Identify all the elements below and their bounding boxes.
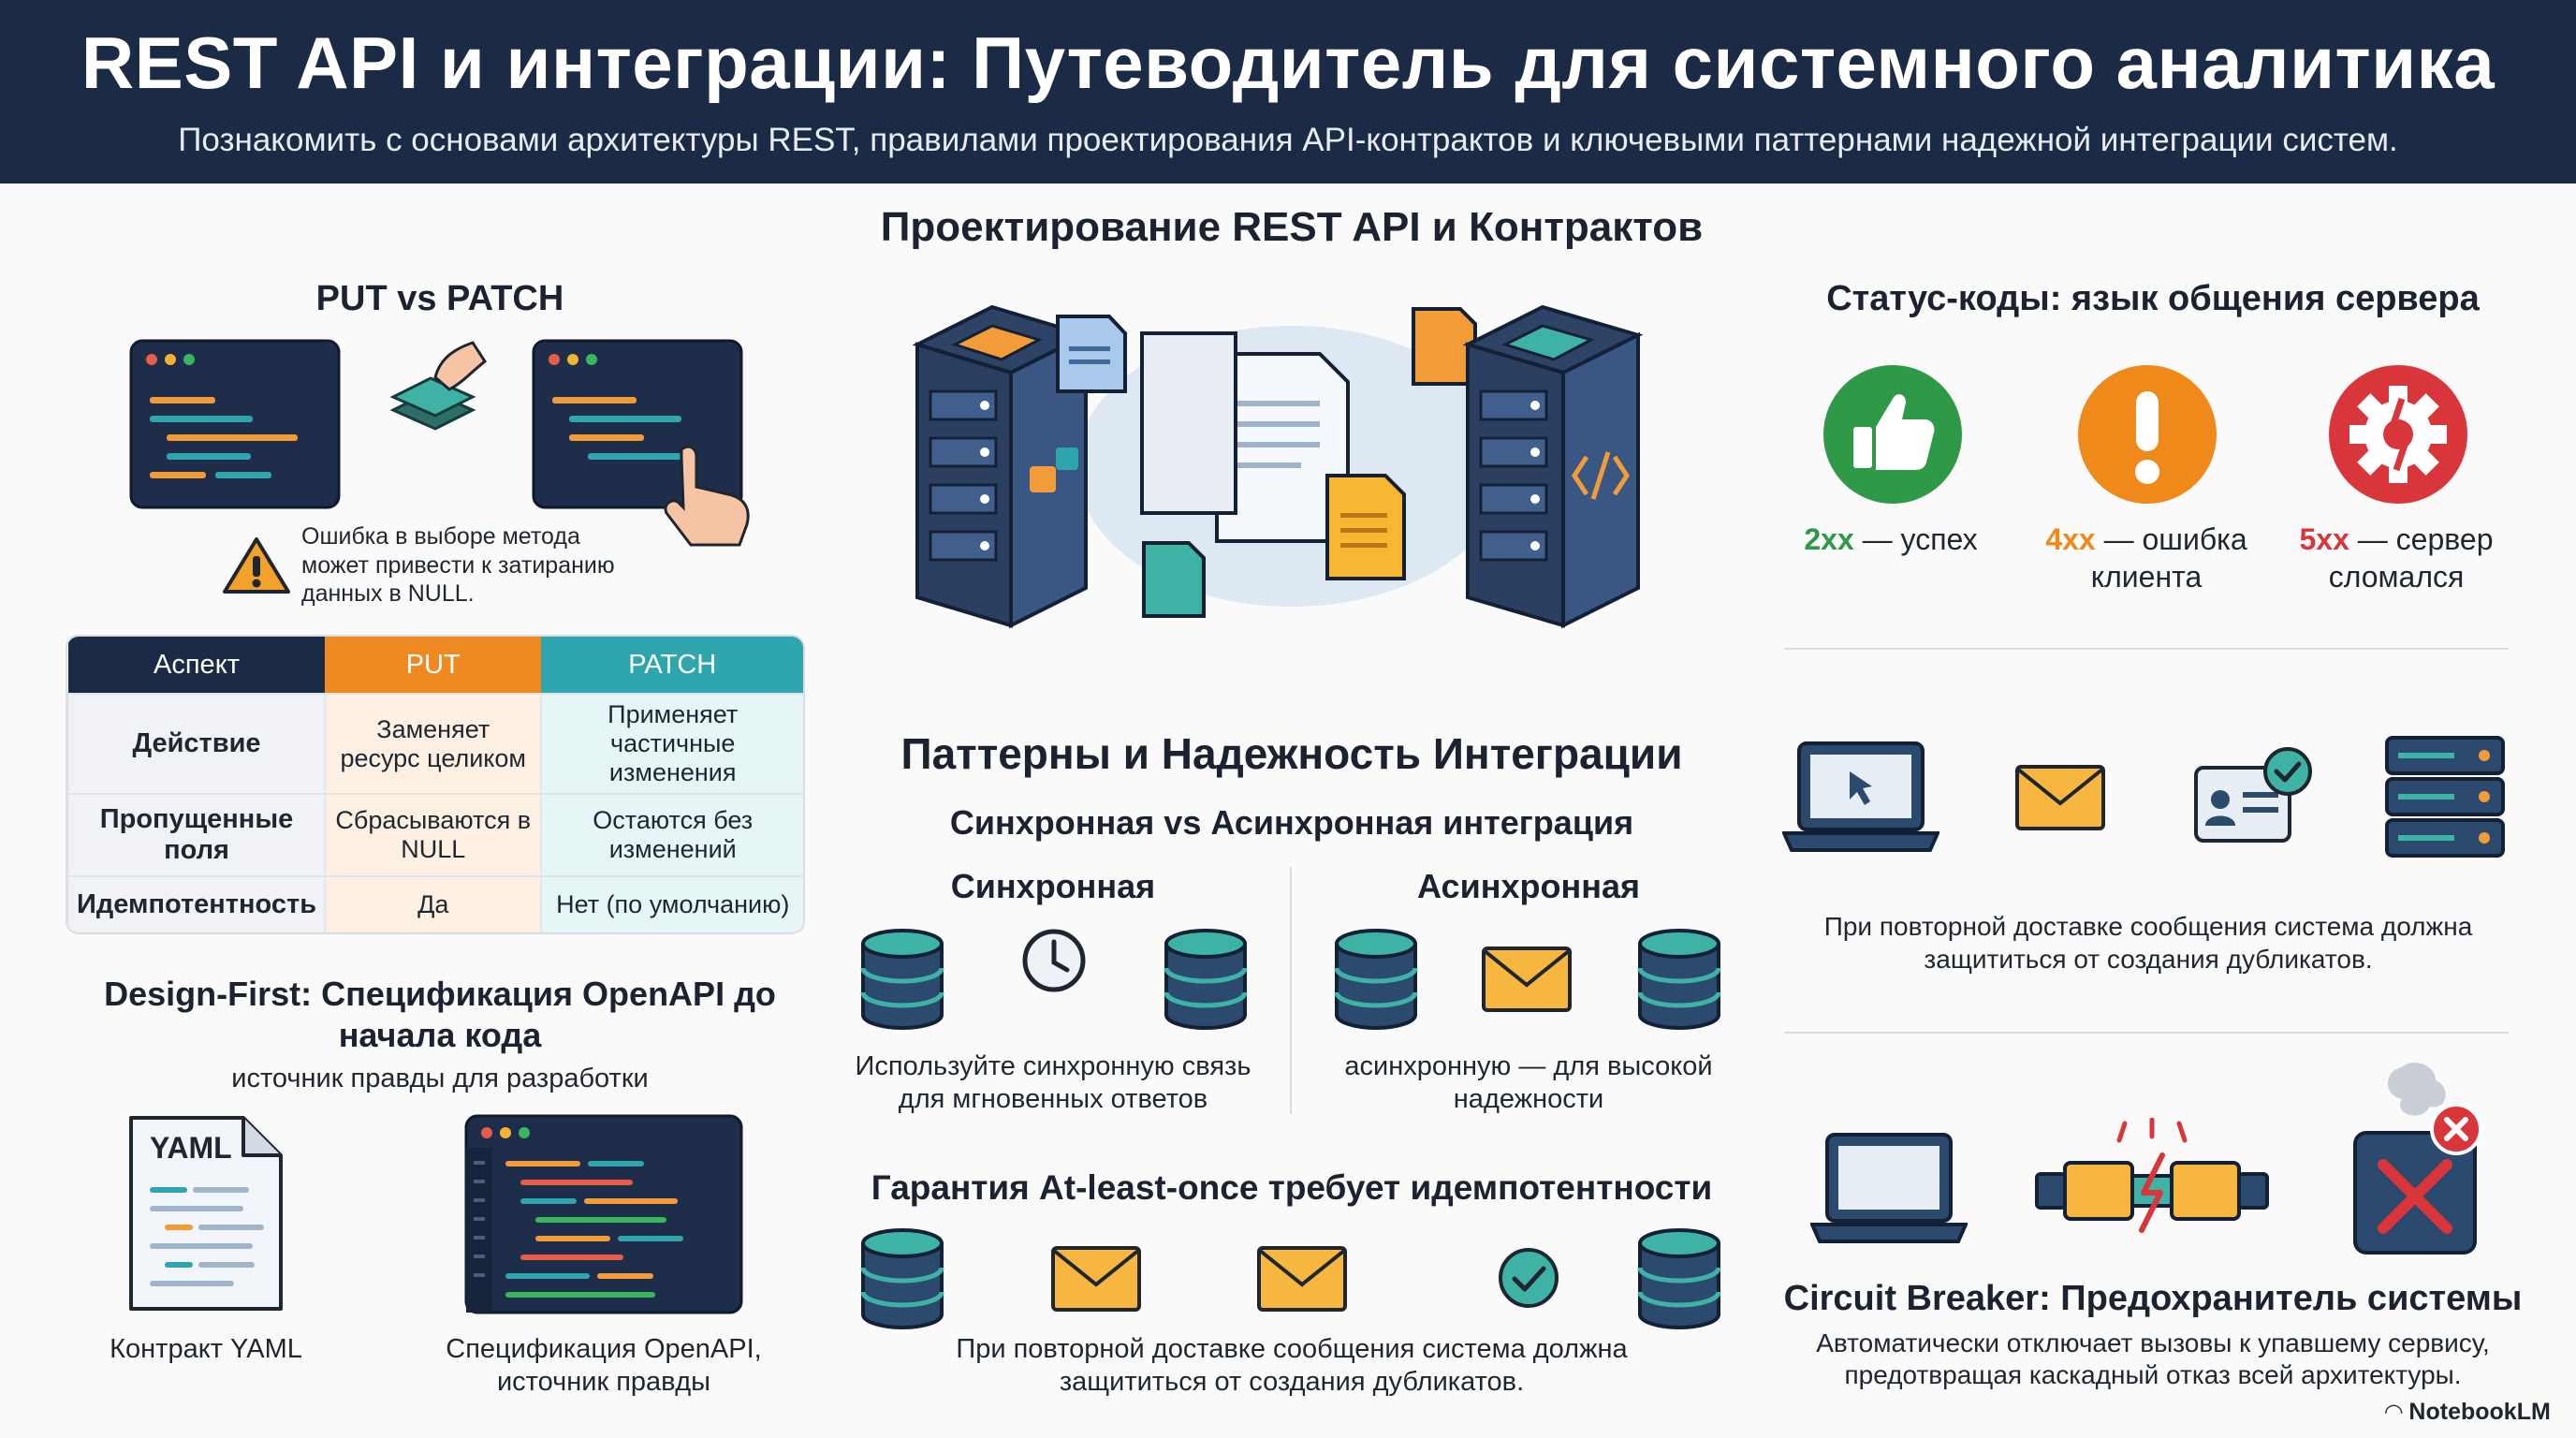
circuit-breaker-text: Автоматически отключает вызовы к упавшем… xyxy=(1816,1328,2490,1389)
warning-icon xyxy=(223,537,290,594)
envelope-icon xyxy=(1257,1246,1347,1312)
pointing-hand-icon xyxy=(664,445,750,547)
put-patch-title: PUT vs PATCH xyxy=(315,279,564,318)
table-row: Идемпотентность Да Нет (по умолчанию) xyxy=(67,875,803,933)
table-cell-aspect: Идемпотентность xyxy=(67,875,326,933)
exclamation-icon xyxy=(2078,365,2217,504)
status-code-4xx: 4xx xyxy=(2045,522,2096,556)
circuit-breaker-title: Circuit Breaker: Предохранитель системы xyxy=(1783,1279,2523,1318)
thumbs-up-icon xyxy=(1823,365,1962,504)
table-header-patch: PATCH xyxy=(541,637,803,694)
put-patch-table: Аспект PUT PATCH Действие Заменяет ресур… xyxy=(67,637,803,933)
laptop-cursor-icon xyxy=(1782,741,1939,852)
hand-layers-icon xyxy=(389,341,488,431)
database-icon xyxy=(860,929,944,1030)
header-banner: REST API и интеграции: Путеводитель для … xyxy=(0,0,2576,183)
envelope-icon xyxy=(2015,765,2105,830)
table-cell-aspect: Действие xyxy=(67,692,326,795)
status-text-4xx: — ошибка клиента xyxy=(2090,522,2247,594)
database-icon xyxy=(1334,929,1418,1030)
documents-icon xyxy=(1056,307,1477,618)
put-patch-warning: Ошибка в выборе метода может привести к … xyxy=(301,523,615,607)
envelope-icon xyxy=(1482,946,1572,1012)
table-row: Пропущенные поля Сбрасываются в NULL Ост… xyxy=(67,793,803,877)
database-icon xyxy=(860,1228,944,1329)
logo-icon: ◠ xyxy=(2385,1400,2403,1425)
status-text-5xx: — сервер сломался xyxy=(2328,522,2494,594)
table-cell-put: Заменяет ресурс целиком xyxy=(324,692,542,795)
async-text: асинхронную — для высокой надежности xyxy=(1344,1051,1713,1115)
yaml-label: Контракт YAML xyxy=(110,1334,302,1364)
page-title: REST API и интеграции: Путеводитель для … xyxy=(80,22,2496,104)
atleast-title: Гарантия At-least-once требует идемпотен… xyxy=(871,1168,1713,1207)
center-title: Проектирование REST API и Контрактов xyxy=(880,204,1704,250)
yaml-document-icon: YAML xyxy=(127,1114,285,1313)
status-5xx: 5xx — сервер сломался xyxy=(2284,521,2509,595)
status-text-2xx: — успех xyxy=(1853,522,1978,556)
table-header-put: PUT xyxy=(325,637,542,694)
broken-gear-icon xyxy=(2329,365,2467,504)
laptop-icon xyxy=(1810,1133,1968,1243)
database-icon xyxy=(1637,929,1721,1030)
database-icon xyxy=(1637,1228,1721,1329)
server-right-icon xyxy=(1462,304,1644,629)
table-cell-put: Да xyxy=(324,875,542,933)
database-icon xyxy=(1164,929,1248,1030)
broken-fuse-icon xyxy=(2035,1118,2269,1233)
notebooklm-logo: ◠ NotebookLM xyxy=(2385,1399,2551,1426)
api-servers-illustration xyxy=(912,304,1644,629)
id-card-check-icon xyxy=(2194,747,2312,843)
idempotency-text: При повторной доставке сообщения система… xyxy=(1823,912,2473,974)
failed-service-icon xyxy=(2353,1063,2482,1255)
table-header-aspect: Аспект xyxy=(68,637,326,694)
status-code-5xx: 5xx xyxy=(2299,522,2349,556)
status-4xx: 4xx — ошибка клиента xyxy=(2029,521,2263,595)
envelope-icon xyxy=(1051,1246,1141,1312)
table-cell-aspect: Пропущенные поля xyxy=(67,793,326,877)
table-cell-put: Сбрасываются в NULL xyxy=(324,793,542,877)
page-subtitle: Познакомить с основами архитектуры REST,… xyxy=(178,122,2398,158)
table-cell-patch: Нет (по умолчанию) xyxy=(540,875,803,933)
openapi-editor-icon xyxy=(464,1114,743,1314)
yaml-badge: YAML xyxy=(150,1131,232,1165)
table-cell-patch: Применяет частичные изменения xyxy=(540,692,803,795)
status-code-2xx: 2xx xyxy=(1804,522,1854,556)
code-window-icon xyxy=(129,339,341,509)
clock-icon xyxy=(1022,929,1086,992)
check-circle-icon xyxy=(1499,1248,1559,1308)
sync-async-title: Синхронная vs Асинхронная интеграция xyxy=(949,803,1634,842)
table-row: Действие Заменяет ресурс целиком Применя… xyxy=(67,692,803,795)
status-title: Статус-коды: язык общения сервера xyxy=(1826,279,2480,318)
sync-title: Синхронная xyxy=(950,867,1156,905)
design-first-title: Design-First: Спецификация OpenAPI до на… xyxy=(104,975,776,1054)
design-first-subtitle: источник правды для разработки xyxy=(231,1064,649,1093)
patterns-title: Паттерны и Надежность Интеграции xyxy=(900,729,1683,778)
table-cell-patch: Остаются без изменений xyxy=(540,793,803,877)
server-rack-icon xyxy=(2385,736,2505,858)
brand-name: NotebookLM xyxy=(2408,1399,2551,1425)
sync-text: Используйте синхронную связь для мгновен… xyxy=(855,1051,1251,1115)
openapi-spec-label: Спецификация OpenAPI, источник правды xyxy=(446,1334,762,1398)
status-2xx: 2xx — успех xyxy=(1778,521,2003,558)
atleast-text: При повторной доставке сообщения система… xyxy=(956,1334,1628,1398)
async-title: Асинхронная xyxy=(1417,867,1640,905)
